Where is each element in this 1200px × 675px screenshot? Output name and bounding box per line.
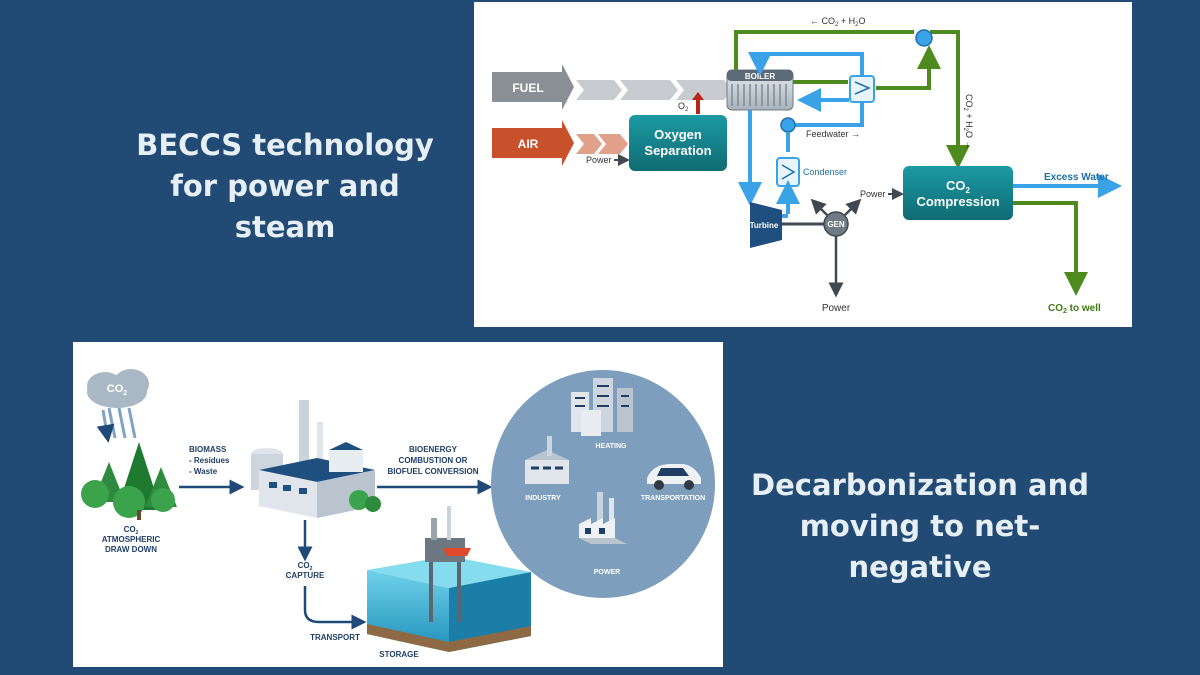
o2-arrowhead [692,92,704,100]
industry-icon [525,436,569,484]
excess-water-label: Excess Water [1044,172,1109,183]
oxygen-separation-line-2: Separation [644,143,711,158]
feedwater-line [794,102,864,127]
fuel-chevrons [576,80,732,100]
bioenergy-plant-icon [251,400,381,518]
gen-arrow-up-right [844,198,862,216]
storage-ocean-icon [367,506,531,652]
fuel-arrow [492,64,574,110]
heating-buildings-icon [571,378,633,436]
process-diagram: FUEL AIR Power Oxygen Separation O2 BOIL… [492,16,1122,315]
fuel-label: FUEL [512,81,543,95]
condenser-icon [781,164,796,180]
draw-down-line-2: ATMOSPHERIC [102,535,161,544]
draw-down-label: CO2 [124,525,139,536]
co2-compression-line-1: CO2 [946,178,971,195]
industry-label: INDUSTRY [525,495,561,502]
boiler-label: BOILER [745,72,775,81]
exhaust-line-down [930,30,970,169]
boiler-tubes [731,84,787,106]
co2-to-well-arrow [1013,201,1088,296]
capture-line-2: CAPTURE [286,571,325,580]
power-label: POWER [594,569,620,576]
svg-text:CO2: CO2 [107,383,128,397]
power-out-label: Power [822,303,851,314]
biomass-residues: - Residues [189,456,230,465]
biomass-waste: - Waste [189,467,218,476]
storage-label: STORAGE [379,650,419,659]
transportation-label: TRANSPORTATION [641,495,705,502]
heat-exchanger [849,75,875,103]
bioenergy-line-1: BIOENERGY [409,445,458,454]
power-to-compression-label: Power [860,189,886,199]
air-chevrons [576,134,628,154]
beccs-title: BECCS technology for power and steam [120,125,450,248]
o2-label: O2 [678,101,689,113]
draw-down-line-3: DRAW DOWN [105,545,157,554]
condenser-label: Condenser [803,167,847,177]
forest-icon [81,442,177,520]
co2-drawdown-arrows [103,407,137,438]
energy-uses-circle [491,370,715,598]
co2-compression-line-2: Compression [916,194,999,209]
beccs-title-line-1: BECCS technology [136,128,434,162]
process-diagram-panel: FUEL AIR Power Oxygen Separation O2 BOIL… [474,2,1132,327]
exhaust-fan-icon [915,29,933,47]
feedwater-pump-icon [780,117,796,133]
exhaust-label: ← CO2 + H2O [810,16,865,28]
power-to-separation-label: Power [586,155,612,165]
decarbonization-title: Decarbonization and moving to net-negati… [740,465,1100,588]
turbine [750,202,782,248]
beccs-illustration-panel: CO2 CO2 ATMOSPHERIC DRAW DOWN BIOMASS - … [73,342,723,667]
heating-label: HEATING [596,443,628,450]
bioenergy-line-3: BIOFUEL CONVERSION [388,467,479,476]
oxygen-separation-line-1: Oxygen [654,127,702,142]
bioenergy-line-2: COMBUSTION OR [399,456,468,465]
beccs-illustration: CO2 CO2 ATMOSPHERIC DRAW DOWN BIOMASS - … [81,369,715,659]
air-label: AIR [518,137,539,151]
transport-arrow [303,586,367,630]
power-plant-icon [579,492,627,544]
co2-cloud-icon: CO2 [87,369,149,408]
feedwater-label: Feedwater → [806,129,860,139]
car-icon [647,464,701,490]
steam-loop-top [748,52,864,78]
beccs-title-line-2: for power and steam [170,169,400,244]
decarbonization-title-line-2: moving to net-negative [799,509,1041,584]
exhaust-line-top [734,30,914,70]
air-arrow [492,120,574,166]
co2-to-well-label: CO2 to well [1048,303,1101,315]
co2-compression-box [903,166,1013,220]
generator-label: GEN [827,220,845,229]
decarbonization-title-line-1: Decarbonization and [751,468,1089,502]
gen-arrow-up-left [810,198,828,216]
turbine-label: Turbine [750,221,779,230]
exchanger-to-fan-green [876,45,941,90]
biomass-label: BIOMASS [189,445,227,454]
exhaust-down-label: CO2 + H2O → [962,94,974,149]
condenser [776,157,800,187]
oxygen-separation-box [629,115,727,171]
capture-label: CO2 [298,561,313,572]
heat-exchanger-icon [854,81,871,95]
transport-label: TRANSPORT [310,633,360,642]
